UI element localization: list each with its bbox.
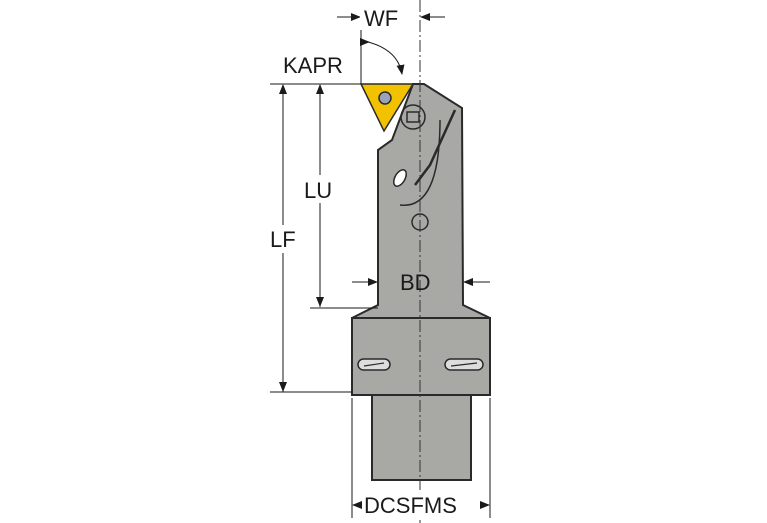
dcsfms-label: DCSFMS	[364, 493, 457, 518]
lf-label: LF	[270, 227, 296, 252]
coolant-hole	[393, 169, 407, 187]
clamp-slot-right	[444, 358, 484, 371]
head-curve	[399, 119, 441, 206]
tool-body	[351, 83, 491, 481]
bd-label: BD	[400, 270, 431, 295]
kapr-label: KAPR	[283, 53, 343, 78]
clamp-edge	[414, 109, 457, 186]
lower-shank	[371, 394, 472, 481]
lu-label: LU	[304, 178, 332, 203]
clamping-block	[351, 317, 491, 396]
insert	[359, 83, 415, 133]
wf-label: WF	[364, 6, 398, 31]
screw-icon	[400, 104, 426, 130]
clamp-slot-left	[357, 358, 391, 371]
